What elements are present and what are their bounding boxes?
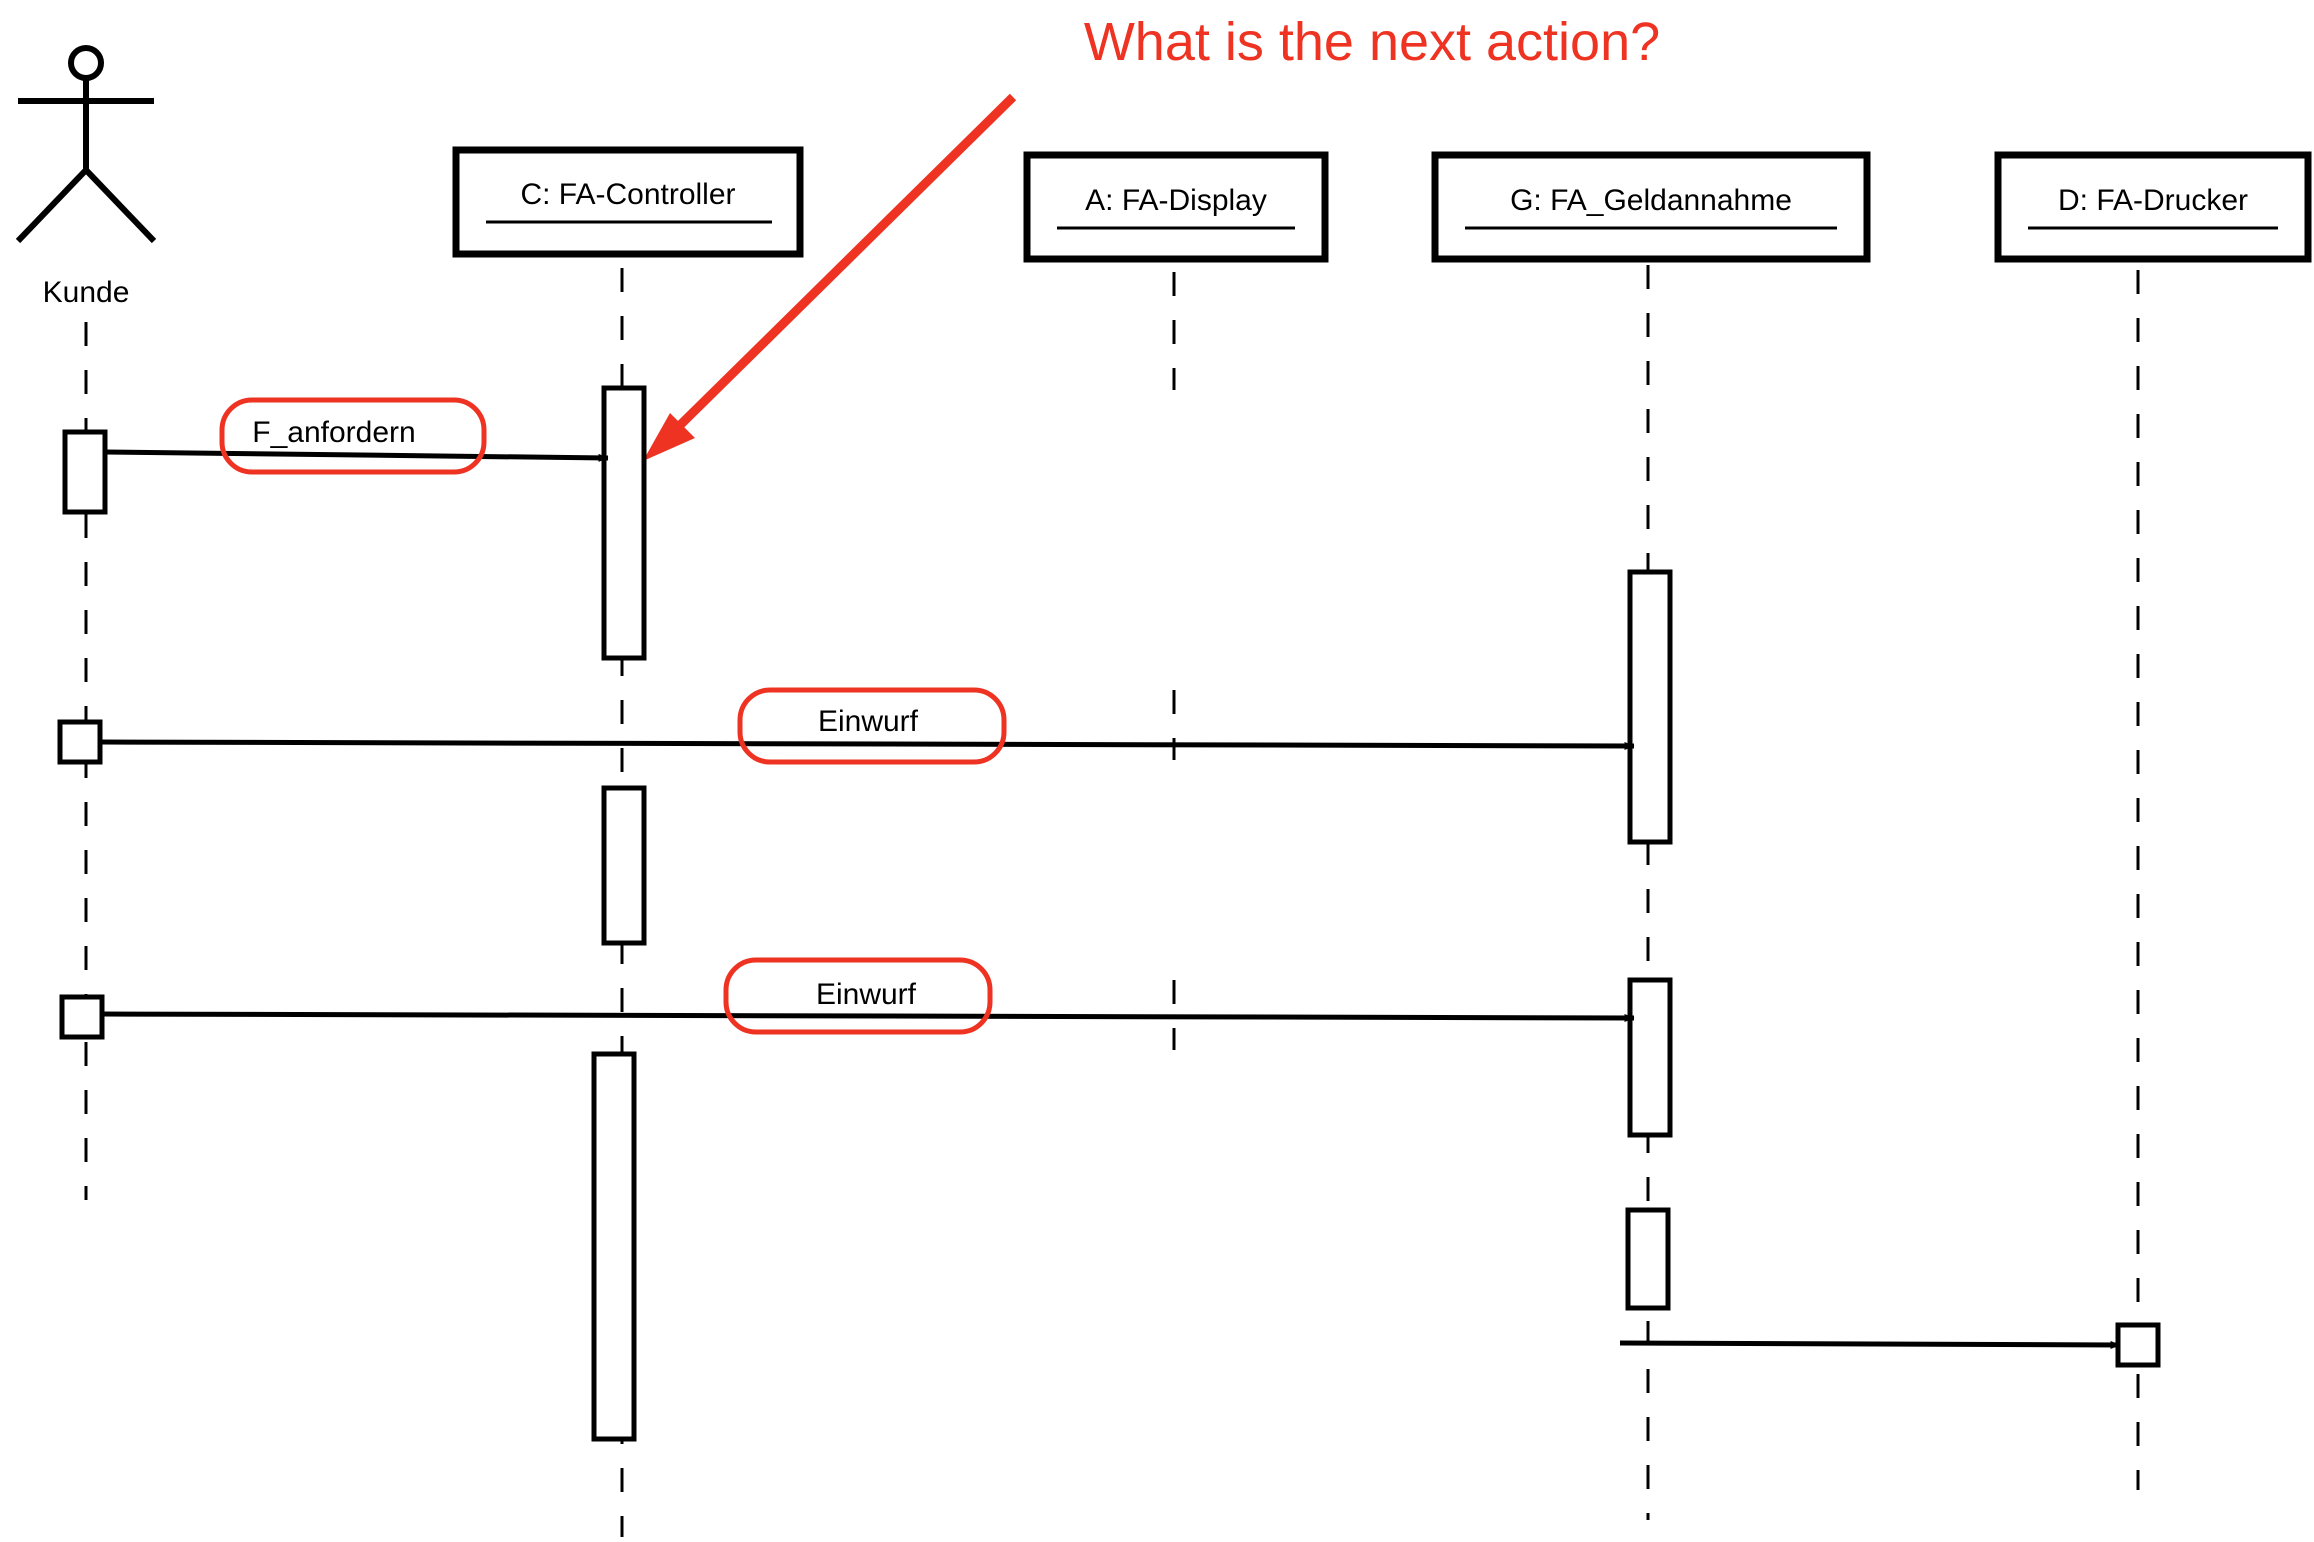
activation-geldannahme-3 <box>1625 1207 1671 1311</box>
message-arrow-einwurf-1 <box>99 739 1635 750</box>
activation-drucker <box>2115 1322 2161 1368</box>
activation-kunde-1 <box>62 429 108 515</box>
actor-label: Kunde <box>43 276 130 309</box>
lifeline-label-drucker: D: FA-Drucker <box>2058 184 2248 217</box>
actor-left-leg <box>15 167 89 244</box>
activation-kunde-3 <box>59 994 105 1040</box>
message-label-f-anfordern: F_anfordern <box>252 416 415 449</box>
question-arrowhead <box>643 413 695 461</box>
highlight-oval-einwurf-2 <box>723 957 993 1035</box>
message-label-einwurf-1: Einwurf <box>818 705 919 738</box>
question-arrow <box>661 93 1017 444</box>
lifeline-label-geldannahme: G: FA_Geldannahme <box>1510 184 1792 217</box>
activation-geldannahme-1 <box>1627 569 1673 845</box>
highlight-oval-einwurf-1 <box>737 687 1007 765</box>
lifeline-header-drucker: D: FA-Drucker <box>1994 151 2312 263</box>
lifeline-header-controller: C: FA-Controller <box>452 146 804 258</box>
actor-head <box>68 45 104 81</box>
highlight-oval-f-anfordern <box>219 397 487 475</box>
activation-geldannahme-2 <box>1627 977 1673 1138</box>
actor-kunde <box>15 45 157 244</box>
lifeline-label-controller: C: FA-Controller <box>520 178 735 211</box>
activation-controller-2 <box>601 785 647 946</box>
message-label-einwurf-2: Einwurf <box>816 978 917 1011</box>
actor-right-leg <box>83 167 157 244</box>
activation-kunde-2 <box>57 719 103 765</box>
activation-controller-3 <box>591 1051 637 1442</box>
lifeline-label-display: A: FA-Display <box>1085 184 1267 217</box>
message-arrow-f-anfordern <box>104 449 609 462</box>
lifeline-header-geldannahme: G: FA_Geldannahme <box>1431 151 1871 263</box>
lifeline-header-display: A: FA-Display <box>1023 151 1329 263</box>
activation-controller-1 <box>601 385 647 661</box>
question-text: What is the next action? <box>1084 12 1660 72</box>
message-arrow-einwurf-2 <box>101 1011 1635 1022</box>
message-arrow-print <box>1619 1340 2121 1349</box>
